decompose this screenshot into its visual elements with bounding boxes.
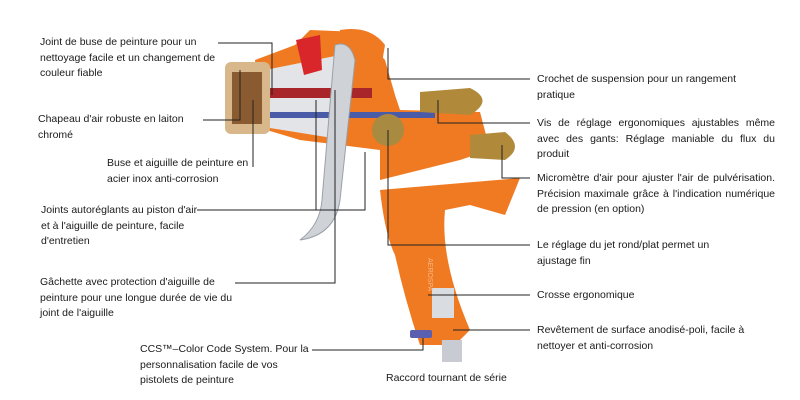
trigger	[299, 43, 356, 241]
label-trigger: Gâchette avec protection d'aiguille de p…	[40, 276, 233, 319]
fluid-adjust-knob	[420, 88, 483, 115]
ccs-color-ring	[410, 330, 432, 338]
grip-brand: AEROSPA	[426, 258, 433, 292]
label-swivel-fitting: Raccord tournant de série	[386, 372, 507, 384]
label-air-micrometer: Micromètre d'air pour ajuster l'air de p…	[537, 172, 775, 215]
label-nozzle-needle: Buse et aiguille de peinture en acier in…	[107, 157, 249, 185]
label-hook: Crochet de suspension pour un rangement …	[537, 73, 737, 101]
paint-inlet	[296, 35, 322, 75]
label-adjust-screws: Vis de réglage ergonomiques ajustables m…	[537, 117, 775, 160]
label-air-cap: Chapeau d'air robuste en laiton chromé	[38, 113, 184, 141]
gun-grip	[380, 178, 520, 345]
label-fan-adjust: Le réglage du jet rond/plat permet un aj…	[537, 239, 710, 267]
swivel-fitting	[442, 340, 462, 362]
hanging-hook	[340, 29, 385, 75]
label-self-adjusting-seals: Joints autoréglants au piston d'air et à…	[41, 204, 198, 247]
label-ccs: CCS™–Color Code System. Pour la personna…	[140, 343, 309, 386]
label-fluid-nozzle-seal: Joint de buse de peinture pour un nettoy…	[40, 36, 216, 79]
grip-window	[432, 288, 454, 318]
leader-lines	[197, 42, 530, 351]
fluid-channel	[262, 88, 372, 98]
air-cap-inner	[232, 72, 262, 124]
air-channel	[265, 112, 435, 118]
air-micrometer-knob	[470, 132, 515, 160]
label-grip: Crosse ergonomique	[537, 289, 635, 301]
label-surface-coating: Revêtement de surface anodisé-poli, faci…	[537, 324, 745, 352]
